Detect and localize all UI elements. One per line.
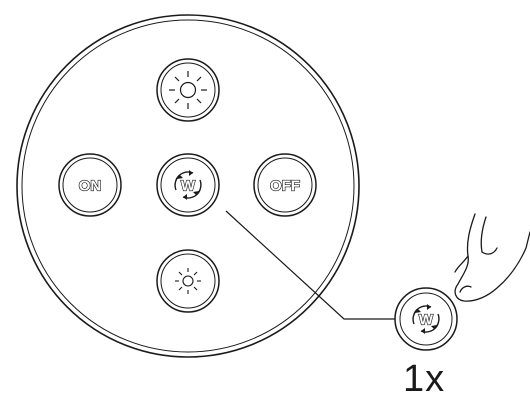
sun-large-icon: [169, 71, 207, 109]
off-button[interactable]: OFF: [253, 153, 317, 217]
on-label: ON: [79, 178, 102, 195]
on-button[interactable]: ON: [58, 153, 122, 217]
brightness-up-button[interactable]: [156, 58, 220, 122]
white-button[interactable]: W: [156, 153, 220, 217]
brightness-down-button[interactable]: [156, 249, 220, 313]
finger-press-icon: [454, 213, 530, 302]
press-count-label: 1x: [403, 358, 446, 400]
callout-white-button[interactable]: W: [394, 287, 458, 351]
callout-leader-line: [225, 210, 396, 320]
sun-small-icon: [175, 268, 201, 294]
white-label: W: [181, 178, 196, 195]
off-label: OFF: [270, 178, 300, 195]
callout-white-label: W: [419, 312, 434, 329]
